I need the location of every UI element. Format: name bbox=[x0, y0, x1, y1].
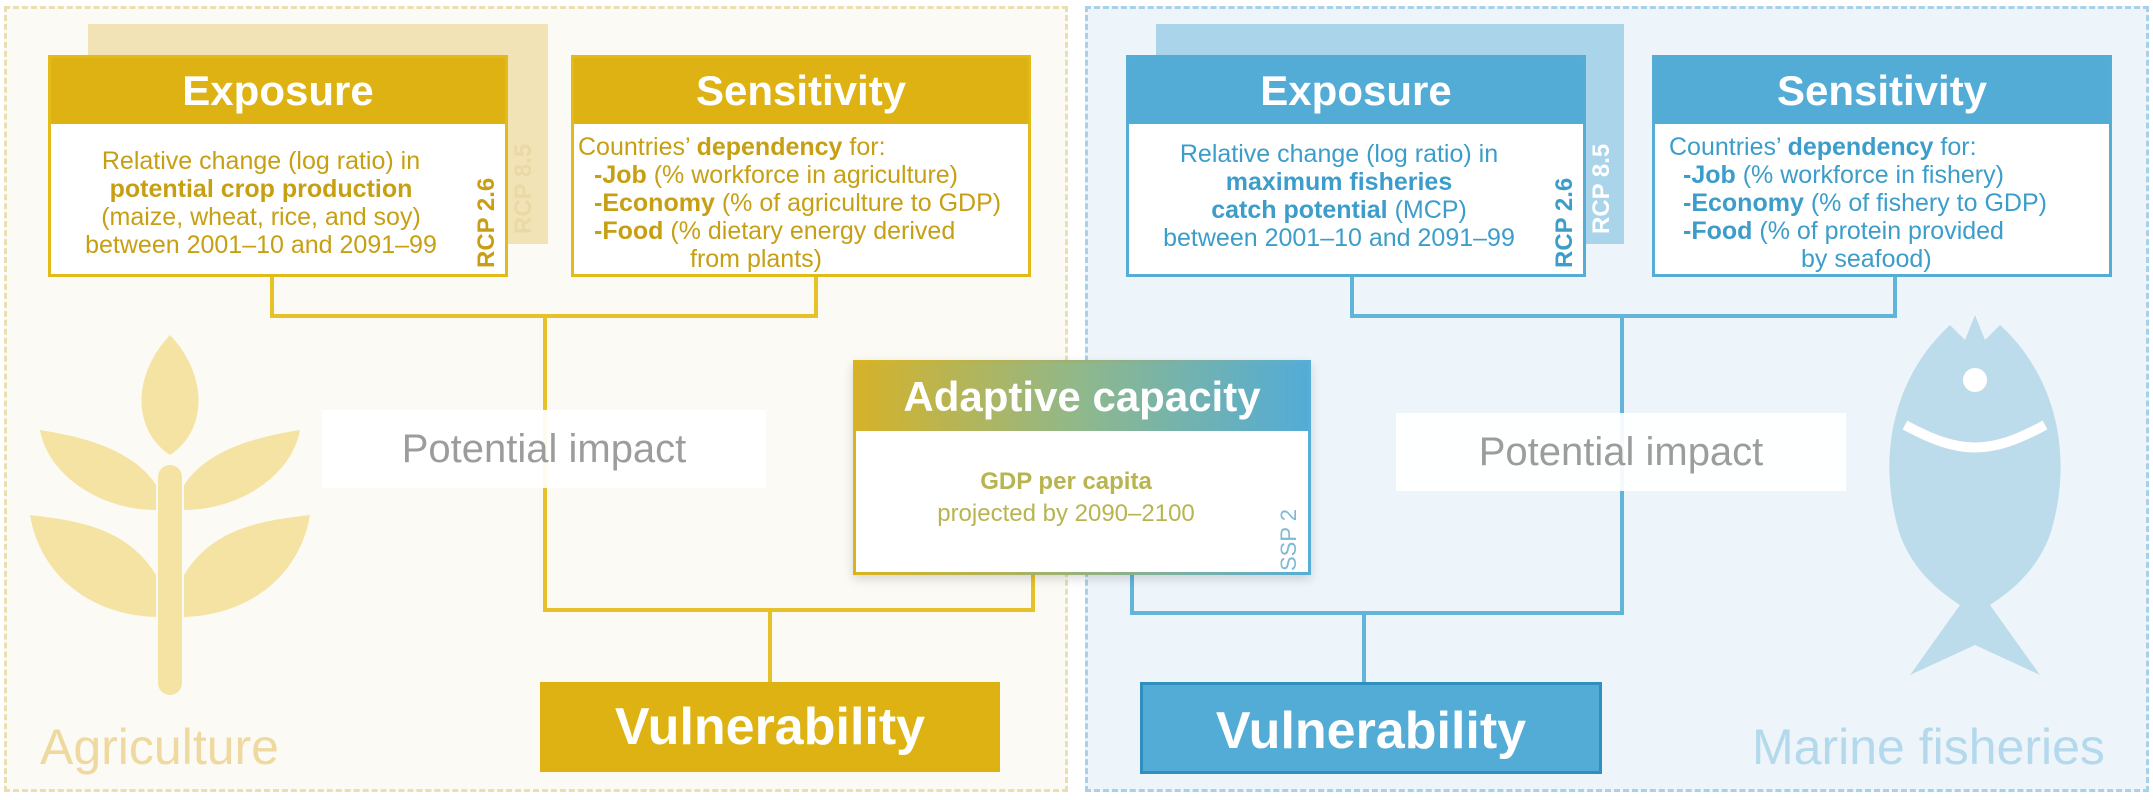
mf-exposure-line3-end: (MCP) bbox=[1394, 196, 1467, 224]
ag-adaptive-connector bbox=[1031, 573, 1035, 612]
mf-bottom-horizontal-line bbox=[1130, 611, 1624, 615]
ag-exposure-line2: potential crop production bbox=[109, 175, 413, 203]
ag-exposure-line4: between 2001–10 and 2091–99 bbox=[85, 231, 437, 259]
mf-exposure-line4: between 2001–10 and 2091–99 bbox=[1163, 224, 1515, 252]
ag-sens-economy-text: (% of agriculture to GDP) bbox=[721, 189, 1002, 217]
ag-exposure-title: Exposure bbox=[51, 58, 505, 124]
ag-sensitivity-title: Sensitivity bbox=[574, 58, 1028, 124]
ag-exposure-card: Exposure Relative change (log ratio) in … bbox=[48, 55, 508, 277]
ag-exposure-line1: Relative change (log ratio) in bbox=[101, 147, 421, 175]
mf-exposure-text: Relative change (log ratio) in maximum f… bbox=[1129, 140, 1549, 252]
mf-sensitivity-title: Sensitivity bbox=[1655, 58, 2109, 124]
ag-sens-intro-end: for: bbox=[849, 133, 886, 161]
ag-sens-economy-label: -Economy bbox=[594, 189, 715, 217]
mf-sens-job-text: (% workforce in fishery) bbox=[1742, 161, 2004, 189]
ssp2-label: SSP 2 bbox=[1276, 509, 1301, 571]
ag-sensitivity-card: Sensitivity Countries’ dependency for: -… bbox=[571, 55, 1031, 277]
ag-sector-label: Agriculture bbox=[40, 719, 279, 775]
ag-sens-intro: Countries’ bbox=[578, 133, 690, 161]
mf-sensitivity-connector bbox=[1893, 277, 1897, 317]
ag-sensitivity-connector bbox=[814, 277, 818, 317]
mf-rcp85-label: RCP 8.5 bbox=[1588, 143, 1615, 234]
mf-potential-impact: Potential impact bbox=[1396, 413, 1846, 491]
adaptive-capacity-title: Adaptive capacity bbox=[856, 363, 1308, 431]
mf-sens-intro-bold: dependency bbox=[1787, 133, 1934, 161]
ag-exposure-connector bbox=[270, 277, 274, 317]
ag-vulnerability-box: Vulnerability bbox=[540, 682, 1000, 772]
ag-sens-food-text2: from plants) bbox=[690, 245, 822, 273]
ag-rcp26-label: RCP 2.6 bbox=[473, 177, 500, 268]
wheat-icon bbox=[30, 335, 310, 695]
mf-sens-intro: Countries’ bbox=[1669, 133, 1781, 161]
ag-vulnerability-connector bbox=[768, 610, 772, 682]
mf-sens-food-text: (% of protein provided bbox=[1759, 217, 2004, 245]
mf-sens-intro-end: for: bbox=[1940, 133, 1977, 161]
mf-sector-label: Marine fisheries bbox=[1752, 719, 2105, 775]
mf-sens-food-text2: by seafood) bbox=[1801, 245, 1932, 273]
mf-rcp26-label: RCP 2.6 bbox=[1551, 177, 1578, 268]
ag-potential-impact: Potential impact bbox=[322, 410, 766, 488]
mf-exposure-line1: Relative change (log ratio) in bbox=[1179, 140, 1499, 168]
mf-sens-job-label: -Job bbox=[1683, 161, 1736, 189]
adaptive-gdp-label: GDP per capita bbox=[980, 468, 1152, 495]
mf-sensitivity-text: Countries’ dependency for: -Job (% workf… bbox=[1669, 133, 2109, 273]
mf-sensitivity-card: Sensitivity Countries’ dependency for: -… bbox=[1652, 55, 2112, 277]
mf-exposure-card: Exposure Relative change (log ratio) in … bbox=[1126, 55, 1586, 277]
mf-exposure-title: Exposure bbox=[1129, 58, 1583, 124]
mf-vulnerability-box: Vulnerability bbox=[1140, 682, 1602, 774]
ag-bottom-horizontal-line bbox=[543, 608, 1035, 612]
adaptive-projection-label: projected by 2090–2100 bbox=[937, 500, 1195, 527]
ag-sensitivity-text: Countries’ dependency for: -Job (% workf… bbox=[578, 133, 1028, 273]
mf-adaptive-connector bbox=[1130, 573, 1134, 615]
mf-sens-food-label: -Food bbox=[1683, 217, 1753, 245]
ag-sens-intro-bold: dependency bbox=[696, 133, 843, 161]
mf-sens-economy-text: (% of fishery to GDP) bbox=[1810, 189, 2047, 217]
mf-vulnerability-connector bbox=[1362, 613, 1366, 683]
ag-sens-food-text: (% dietary energy derived bbox=[670, 217, 956, 245]
ag-rcp85-label: RCP 8.5 bbox=[510, 143, 537, 234]
adaptive-capacity-text: GDP per capita projected by 2090–2100 bbox=[856, 466, 1276, 530]
mf-sens-economy-label: -Economy bbox=[1683, 189, 1804, 217]
mf-exposure-line2: maximum fisheries bbox=[1225, 168, 1453, 196]
ag-sens-job-label: -Job bbox=[594, 161, 647, 189]
mf-exposure-line3-bold: catch potential bbox=[1211, 196, 1388, 224]
ag-sens-job-text: (% workforce in agriculture) bbox=[653, 161, 958, 189]
ag-exposure-text: Relative change (log ratio) in potential… bbox=[51, 147, 471, 259]
ag-exposure-line3: (maize, wheat, rice, and soy) bbox=[101, 203, 421, 231]
adaptive-capacity-card: Adaptive capacity GDP per capita project… bbox=[853, 360, 1311, 575]
mf-exposure-connector bbox=[1350, 277, 1354, 317]
fish-icon bbox=[1889, 315, 2061, 675]
ag-sens-food-label: -Food bbox=[594, 217, 664, 245]
